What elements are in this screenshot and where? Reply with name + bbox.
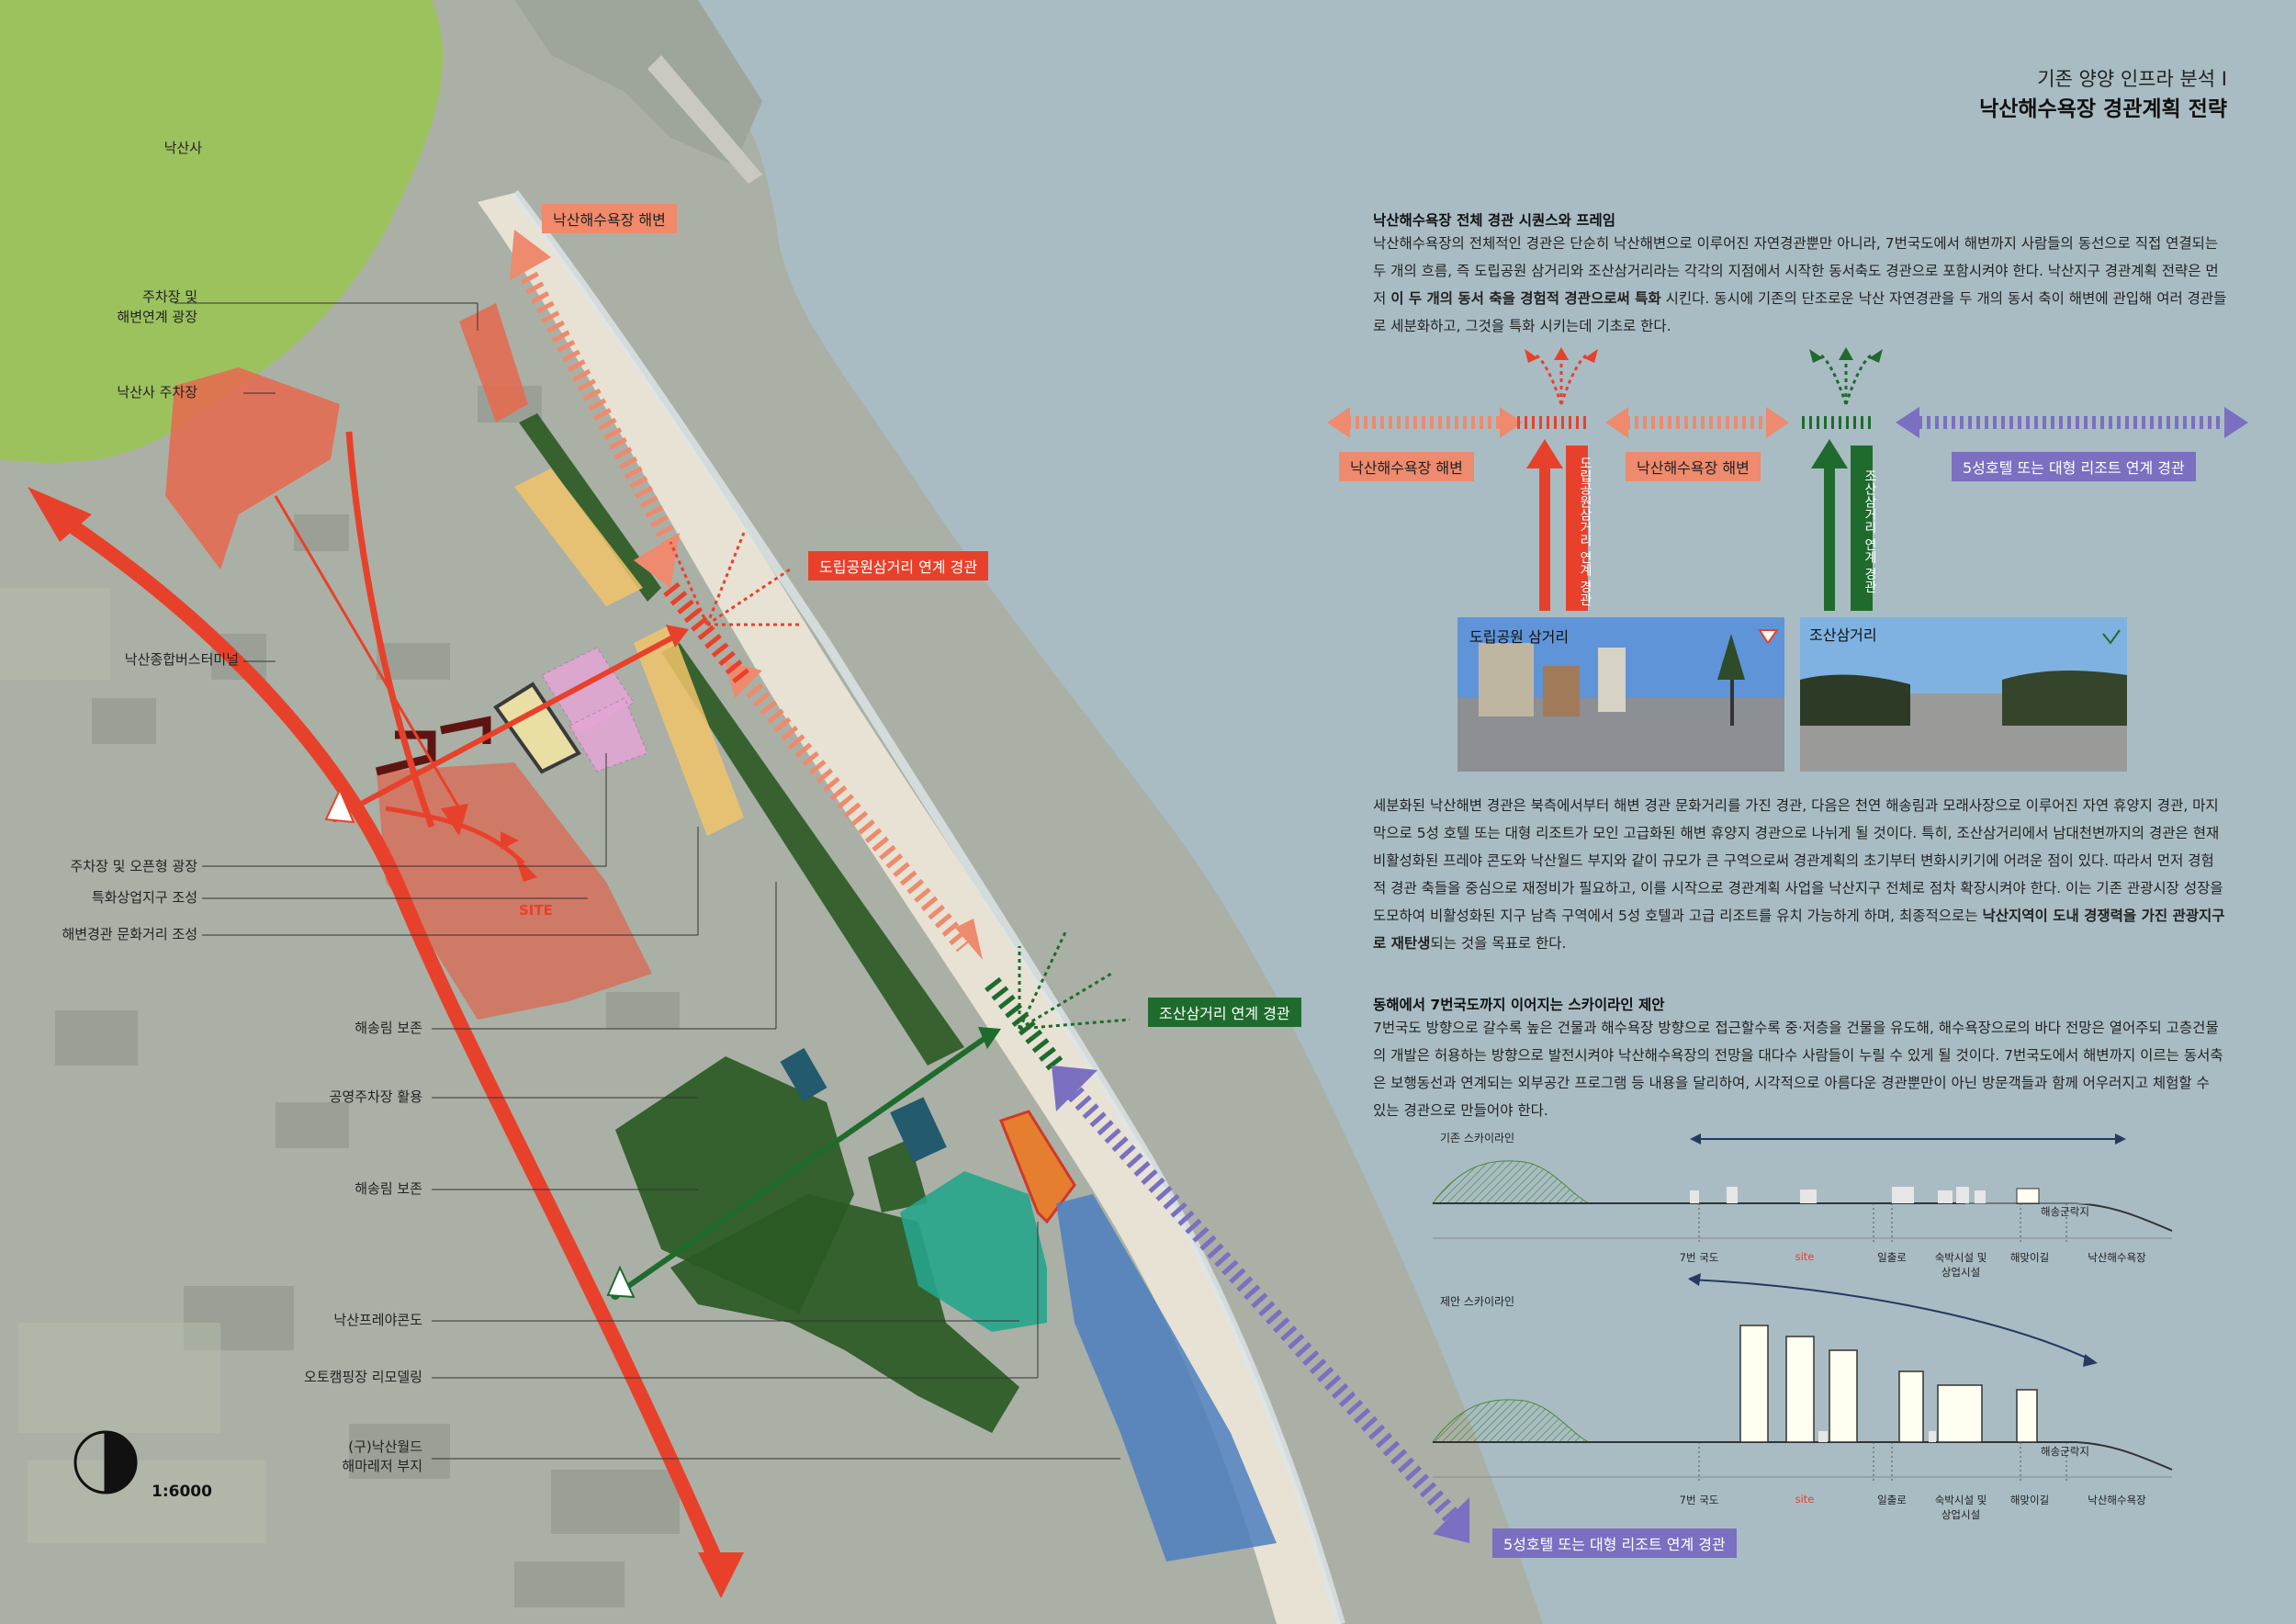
label-pine-1: 해송림 보존 xyxy=(355,1020,422,1036)
label-public-parking: 공영주차장 활용 xyxy=(329,1088,422,1105)
tick-ilchul: 일출로 xyxy=(1877,1251,1907,1264)
diagram-beach-1: 낙산해수욕장 해변 xyxy=(1339,452,1474,481)
diagram-beach-2: 낙산해수욕장 해변 xyxy=(1626,452,1761,481)
tag-dorip-view: 도립공원삼거리 연계 경관 xyxy=(808,551,989,581)
tick-beach: 낙산해수욕장 xyxy=(2088,1251,2146,1264)
photo1-caption: 도립공원 삼거리 xyxy=(1469,628,1570,646)
dorip-axis-arrow xyxy=(333,631,681,820)
label-naksansa-parking: 낙산사 주차장 xyxy=(117,384,197,400)
label-condo: 낙산프레야콘도 xyxy=(333,1312,422,1328)
sec1-paragraph-2: 세분화된 낙산해변 경관은 북측에서부터 해변 경관 문화거리를 가진 경관, … xyxy=(1373,797,2225,952)
beach-sand xyxy=(478,193,1341,1624)
label-special-commerce: 특화상업지구 조성 xyxy=(91,889,197,906)
diagram-resort: 5성호텔 또는 대형 리조트 연계 경관 xyxy=(1952,452,2196,481)
label-bus-terminal: 낙산종합버스터미널 xyxy=(124,651,239,668)
sec1-paragraph-1: 낙산해수욕장의 전체적인 경관은 단순히 낙산해변으로 이루어진 자연경관뿐만 … xyxy=(1373,235,2227,334)
commercial-strip-north xyxy=(514,468,643,606)
tick-site: site xyxy=(1795,1250,1815,1263)
page-subtitle: 기존 양양 인프라 분석 I xyxy=(2037,68,2227,90)
photo-josan-junction xyxy=(1800,617,2127,772)
josan-axis-arrow xyxy=(613,1031,994,1298)
tick-lodging: 숙박시설 및 상업시설 xyxy=(1934,1494,1987,1521)
naksansa-parking-zone xyxy=(165,367,340,570)
photo2-caption: 조산삼거리 xyxy=(1809,626,1877,644)
existing-skyline-chart xyxy=(1431,1133,2173,1245)
diagram-green-axis-label: 조산삼거리 연계 경관 xyxy=(1863,468,1877,593)
site-zone xyxy=(377,762,652,1020)
tag-josan-view: 조산삼거리 연계 경관 xyxy=(1148,998,1301,1027)
map-scale: 1:6000 xyxy=(152,1483,212,1501)
existing-skyline-label: 기존 스카이라인 xyxy=(1440,1132,1515,1145)
naksansa-forest-zone xyxy=(0,0,444,463)
label-parking-plaza: 주차장 및 해변연계 광장 xyxy=(117,288,197,325)
north-arrow-icon xyxy=(73,1430,138,1494)
photo-dorip-junction xyxy=(1458,617,1784,772)
proposed-skyline-chart xyxy=(1431,1273,2173,1483)
route7-arrow xyxy=(51,508,724,1565)
tick-ilchul: 일출로 xyxy=(1877,1494,1907,1506)
tick-route7: 7번 국도 xyxy=(1679,1494,1719,1506)
naksan-world-zone xyxy=(1056,1194,1277,1562)
pine-forest-south-b xyxy=(670,1194,1019,1433)
sequence-diagram xyxy=(1327,347,2248,611)
sec2-paragraph: 7번국도 방향으로 갈수록 높은 건물과 해수욕장 방향으로 접근할수록 중·저… xyxy=(1373,1020,2223,1119)
proposed-beach-forest: 해송군락지 xyxy=(2041,1445,2089,1458)
tag-beach: 낙산해수욕장 해변 xyxy=(542,204,677,233)
page-title: 낙산해수욕장 경관계획 전략 xyxy=(1979,97,2227,121)
proposed-skyline-label: 제안 스카이라인 xyxy=(1440,1295,1515,1308)
tick-haemaji: 해맞이길 xyxy=(2009,1251,2050,1264)
tick-beach: 낙산해수욕장 xyxy=(2088,1494,2146,1506)
label-naksansa: 낙산사 xyxy=(163,140,202,156)
tick-route7: 7번 국도 xyxy=(1679,1251,1719,1264)
tag-resort-view: 5성호텔 또는 대형 리조트 연계 경관 xyxy=(1492,1528,1737,1558)
pine-forest-north xyxy=(519,413,661,602)
label-parking-open: 주차장 및 오픈형 광장 xyxy=(70,858,197,874)
site-label: SITE xyxy=(519,902,553,919)
sec1-heading: 낙산해수욕장 전체 경관 시퀀스와 프레임 xyxy=(1373,212,1616,229)
tick-site: site xyxy=(1795,1493,1815,1506)
diagram-red-axis-label: 도립공원삼거리 연계 경관 xyxy=(1578,456,1593,606)
commercial-strip-south xyxy=(634,625,744,836)
label-culture-street: 해변경관 문화거리 조성 xyxy=(62,926,197,942)
label-camping: 오토캠핑장 리모델링 xyxy=(304,1369,422,1385)
existing-beach-forest: 해송군락지 xyxy=(2041,1205,2089,1218)
condo-zone xyxy=(900,1171,1047,1332)
sec2-heading: 동해에서 7번국도까지 이어지는 스카이라인 제안 xyxy=(1373,997,1665,1013)
tick-haemaji: 해맞이길 xyxy=(2009,1494,2050,1506)
red-axis-tag xyxy=(1566,445,1588,611)
tick-lodging: 숙박시설 및 상업시설 xyxy=(1934,1251,1987,1279)
label-pine-2: 해송림 보존 xyxy=(355,1180,422,1197)
label-naksan-world: (구)낙산월드 해마레저 부지 xyxy=(342,1438,422,1474)
green-axis-tag xyxy=(1851,445,1873,611)
